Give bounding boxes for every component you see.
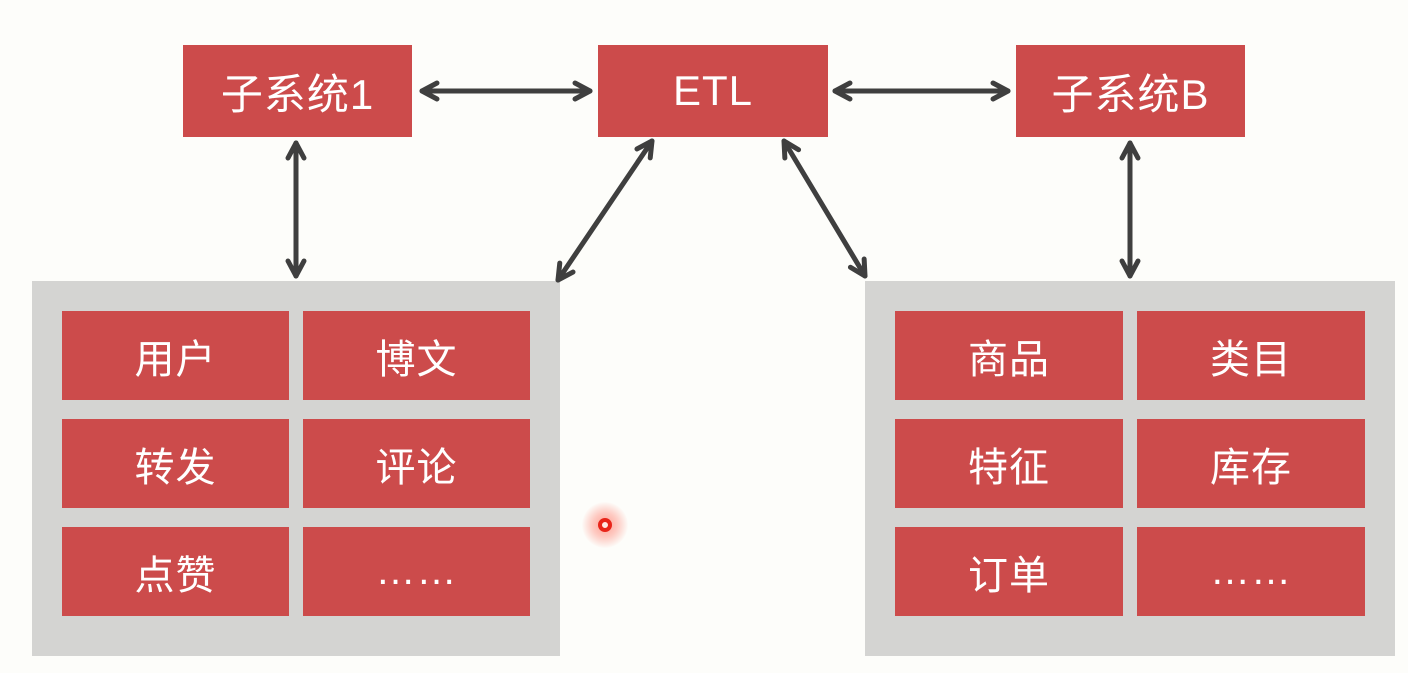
node-subsystem-1-label: 子系统1 — [220, 70, 375, 118]
node-etl-label: ETL — [672, 67, 754, 114]
entity-chip: 类目 — [1137, 311, 1365, 400]
entity-chip: 库存 — [1137, 419, 1365, 508]
node-subsystem-1: 子系统1 — [183, 45, 412, 137]
entity-chip: …… — [303, 527, 530, 616]
entity-chip: 转发 — [62, 419, 289, 508]
entity-chip: 用户 — [62, 311, 289, 400]
entity-chip: 博文 — [303, 311, 530, 400]
entity-chip: 特征 — [895, 419, 1123, 508]
entity-chip: 点赞 — [62, 527, 289, 616]
left-data-panel: 用户 博文 转发 评论 点赞 …… — [32, 281, 560, 656]
laser-pointer-dot — [582, 502, 628, 548]
arrow-etl-rightpanel — [781, 138, 868, 279]
node-etl: ETL — [598, 45, 828, 137]
entity-chip: 评论 — [303, 419, 530, 508]
entity-chip: 订单 — [895, 527, 1123, 616]
node-subsystem-b-label: 子系统B — [1051, 70, 1210, 118]
arrow-etl-leftpanel — [555, 138, 655, 283]
right-data-panel: 商品 类目 特征 库存 订单 …… — [865, 281, 1395, 656]
laser-ring — [598, 518, 612, 532]
entity-chip: …… — [1137, 527, 1365, 616]
node-subsystem-b: 子系统B — [1016, 45, 1245, 137]
entity-chip: 商品 — [895, 311, 1123, 400]
laser-glow — [582, 502, 628, 548]
